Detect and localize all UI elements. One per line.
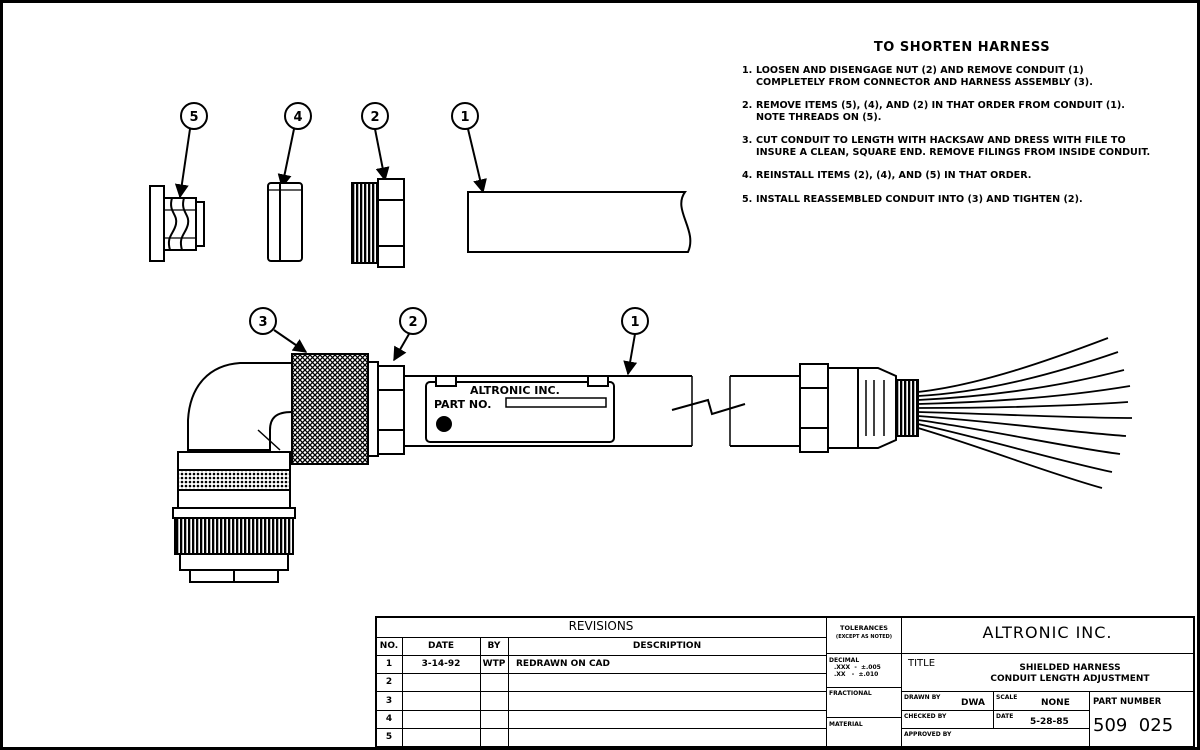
rev-row-no: 4 <box>385 714 393 724</box>
title-line-2: CONDUIT LENGTH ADJUSTMENT <box>990 674 1150 684</box>
decimal-label: DECIMAL <box>829 657 860 664</box>
title-label: TITLE <box>908 658 936 669</box>
scale-label: SCALE <box>996 694 1018 701</box>
right-fitting <box>799 363 919 453</box>
callout-1-top <box>451 102 487 194</box>
callout-3-bottom <box>249 307 308 353</box>
instruction-step: 2.REMOVE ITEMS (5), (4), AND (2) IN THAT… <box>742 100 1125 123</box>
drawn-by-value: DWA <box>961 698 985 708</box>
callout-2-top <box>361 102 390 182</box>
title-line-1: SHIELDED HARNESS <box>1019 663 1121 673</box>
date-value: 5-28-85 <box>1030 717 1069 727</box>
approved-by-label: APPROVED BY <box>904 731 952 738</box>
callout-1-bottom-label: 1 <box>630 315 639 330</box>
tag-company: ALTRONIC INC. <box>470 384 560 397</box>
company-name: ALTRONIC INC. <box>982 623 1113 642</box>
callout-2-bottom <box>393 307 427 362</box>
title-block: REVISIONS NO. DATE BY DESCRIPTION 1 3-14… <box>376 617 1194 747</box>
part-number-value: 509 025 <box>1093 715 1174 736</box>
callout-4-top-label: 4 <box>293 110 302 125</box>
instruction-step: 5.INSTALL REASSEMBLED CONDUIT INTO (3) A… <box>742 193 1083 205</box>
elbow-connector <box>187 362 293 451</box>
tag-part-no-label: PART NO. <box>434 398 491 411</box>
item-2-nut <box>351 178 405 268</box>
wires <box>917 337 1133 489</box>
callout-2-bottom-label: 2 <box>408 315 417 330</box>
rev-row-no: 2 <box>385 677 393 687</box>
rev-header-description: DESCRIPTION <box>632 641 702 651</box>
material-label: MATERIAL <box>829 721 863 728</box>
callout-1-bottom <box>621 307 649 376</box>
decimal-xx: .XX - ±.010 <box>834 671 879 678</box>
instruction-step: 3.CUT CONDUIT TO LENGTH WITH HACKSAW AND… <box>742 135 1151 158</box>
rev-row-no: 1 <box>385 659 393 669</box>
rev-row-description: REDRAWN ON CAD <box>516 659 610 669</box>
item-5-ferrule <box>149 185 205 262</box>
rev-row-date: 3-14-92 <box>421 659 461 669</box>
callout-2-top-label: 2 <box>370 110 379 125</box>
rev-row-no: 3 <box>385 696 393 706</box>
callout-1-top-label: 1 <box>460 110 469 125</box>
rev-header-by: BY <box>487 641 501 651</box>
rev-header-no: NO. <box>379 641 399 651</box>
id-tag <box>425 375 615 443</box>
scale-value: NONE <box>1041 698 1070 708</box>
instruction-step: 4.REINSTALL ITEMS (2), (4), AND (5) IN T… <box>742 170 1032 181</box>
connector-body <box>172 451 296 583</box>
rev-row-by: WTP <box>482 659 506 669</box>
fractional-label: FRACTIONAL <box>829 690 872 697</box>
date-label: DATE <box>996 713 1014 720</box>
rev-header-date: DATE <box>427 641 455 651</box>
item-2-nut-assembled <box>377 365 405 455</box>
instructions-title: TO SHORTEN HARNESS <box>873 40 1051 55</box>
drawn-by-label: DRAWN BY <box>904 694 941 701</box>
revisions-title: REVISIONS <box>568 619 634 633</box>
item-3-coupling-nut <box>291 353 379 465</box>
tolerances-label: TOLERANCES <box>840 624 888 632</box>
callout-5-top-label: 5 <box>189 110 198 125</box>
item-4-ring <box>267 182 303 262</box>
instruction-step: 1.LOOSEN AND DISENGAGE NUT (2) AND REMOV… <box>742 65 1093 88</box>
checked-by-label: CHECKED BY <box>904 713 947 720</box>
callout-3-bottom-label: 3 <box>258 315 267 330</box>
instructions-panel: TO SHORTEN HARNESS 1.LOOSEN AND DISENGAG… <box>742 40 1182 217</box>
item-1-conduit <box>467 191 692 253</box>
callout-4-top <box>277 102 312 189</box>
callout-5-top <box>174 102 208 199</box>
tolerances-sub: (EXCEPT AS NOTED) <box>835 634 893 640</box>
rev-row-no: 5 <box>385 732 393 742</box>
part-number-label: PART NUMBER <box>1093 697 1162 707</box>
decimal-xxx: .XXX - ±.005 <box>834 664 881 671</box>
